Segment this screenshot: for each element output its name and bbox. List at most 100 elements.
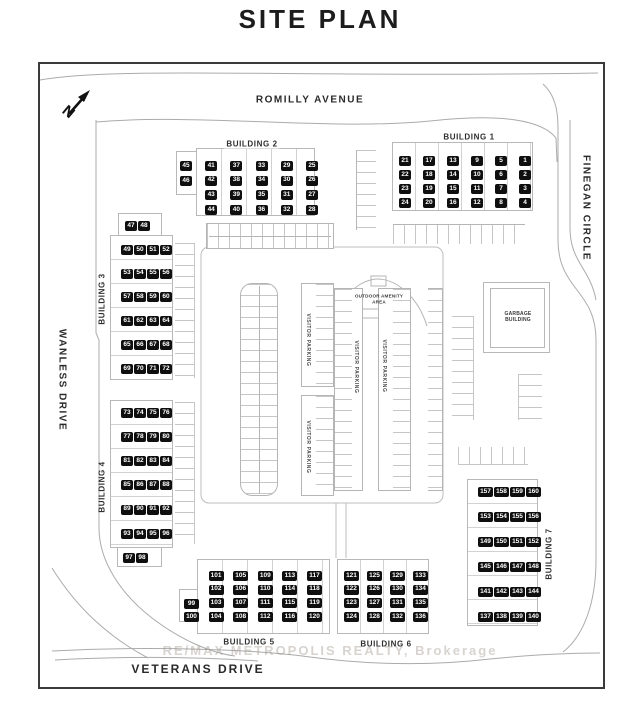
unit-55: 55 bbox=[147, 268, 159, 279]
amenity-area-label: OUTDOOR AMENITY AREA bbox=[354, 293, 404, 304]
unit-98: 98 bbox=[136, 552, 148, 563]
unit-80: 80 bbox=[160, 432, 172, 443]
unit-73: 73 bbox=[121, 408, 133, 418]
unit-40: 40 bbox=[230, 204, 243, 215]
unit-112: 112 bbox=[257, 611, 273, 622]
unit-76: 76 bbox=[160, 408, 172, 418]
unit-2: 2 bbox=[519, 170, 531, 180]
road-label-romilly: ROMILLY AVENUE bbox=[255, 94, 365, 106]
unit-4: 4 bbox=[519, 198, 531, 208]
visitor-parking-label: VISITOR PARKING bbox=[305, 420, 311, 474]
unit-16: 16 bbox=[447, 198, 459, 208]
unit-54: 54 bbox=[134, 268, 146, 279]
unit-44: 44 bbox=[205, 204, 218, 215]
unit-117: 117 bbox=[306, 571, 322, 581]
unit-148: 148 bbox=[526, 562, 541, 572]
unit-159: 159 bbox=[510, 487, 525, 497]
building-5-label: BUILDING 5 bbox=[221, 637, 277, 647]
unit-125: 125 bbox=[367, 571, 382, 581]
unit-60: 60 bbox=[160, 292, 172, 303]
unit-152: 152 bbox=[526, 537, 541, 547]
unit-93: 93 bbox=[121, 528, 133, 539]
unit-66: 66 bbox=[134, 340, 146, 351]
unit-69: 69 bbox=[121, 363, 133, 374]
unit-114: 114 bbox=[282, 584, 298, 595]
unit-43: 43 bbox=[205, 190, 218, 201]
unit-149: 149 bbox=[478, 537, 493, 547]
unit-145: 145 bbox=[478, 562, 493, 572]
unit-12: 12 bbox=[471, 198, 483, 208]
unit-61: 61 bbox=[121, 316, 133, 327]
unit-71: 71 bbox=[147, 363, 159, 374]
unit-46: 46 bbox=[180, 176, 192, 186]
unit-160: 160 bbox=[526, 487, 541, 497]
unit-64: 64 bbox=[160, 316, 172, 327]
unit-131: 131 bbox=[390, 598, 405, 609]
unit-124: 124 bbox=[344, 611, 359, 622]
unit-17: 17 bbox=[423, 156, 435, 166]
unit-150: 150 bbox=[494, 537, 509, 547]
unit-123: 123 bbox=[344, 598, 359, 609]
unit-70: 70 bbox=[134, 363, 146, 374]
unit-100: 100 bbox=[184, 612, 199, 622]
parking-island bbox=[301, 283, 334, 387]
unit-101: 101 bbox=[208, 571, 224, 581]
unit-103: 103 bbox=[208, 598, 224, 609]
parking-stalls bbox=[356, 150, 376, 230]
parking-stalls bbox=[175, 402, 195, 544]
north-arrow-icon: N bbox=[62, 90, 90, 122]
unit-15: 15 bbox=[447, 184, 459, 194]
visitor-parking-label: VISITOR PARKING bbox=[381, 339, 387, 393]
page-title: SITE PLAN bbox=[238, 4, 402, 34]
road-label-veterans: VETERANS DRIVE bbox=[131, 662, 265, 676]
unit-21: 21 bbox=[399, 156, 411, 166]
unit-49: 49 bbox=[121, 244, 133, 255]
parking-stalls bbox=[458, 447, 528, 465]
unit-23: 23 bbox=[399, 184, 411, 194]
unit-130: 130 bbox=[390, 584, 405, 595]
unit-141: 141 bbox=[478, 587, 493, 597]
building-4-label: BUILDING 4 bbox=[97, 461, 107, 513]
unit-20: 20 bbox=[423, 198, 435, 208]
unit-156: 156 bbox=[526, 512, 541, 522]
unit-19: 19 bbox=[423, 184, 435, 194]
unit-47: 47 bbox=[125, 221, 137, 231]
unit-51: 51 bbox=[147, 244, 159, 255]
unit-3: 3 bbox=[519, 184, 531, 194]
unit-45: 45 bbox=[180, 161, 192, 171]
unit-59: 59 bbox=[147, 292, 159, 303]
garbage-building-label: GARBAGE BUILDING bbox=[504, 310, 532, 323]
unit-38: 38 bbox=[230, 175, 243, 186]
road-label-wanless: WANLESS DRIVE bbox=[56, 328, 68, 432]
unit-87: 87 bbox=[147, 480, 159, 491]
parking-stalls bbox=[518, 374, 542, 420]
unit-74: 74 bbox=[134, 408, 146, 418]
unit-143: 143 bbox=[510, 587, 525, 597]
unit-126: 126 bbox=[367, 584, 382, 595]
unit-56: 56 bbox=[160, 268, 172, 279]
parking-island bbox=[378, 288, 411, 491]
parking-island bbox=[301, 395, 334, 496]
unit-92: 92 bbox=[160, 504, 172, 515]
unit-146: 146 bbox=[494, 562, 509, 572]
